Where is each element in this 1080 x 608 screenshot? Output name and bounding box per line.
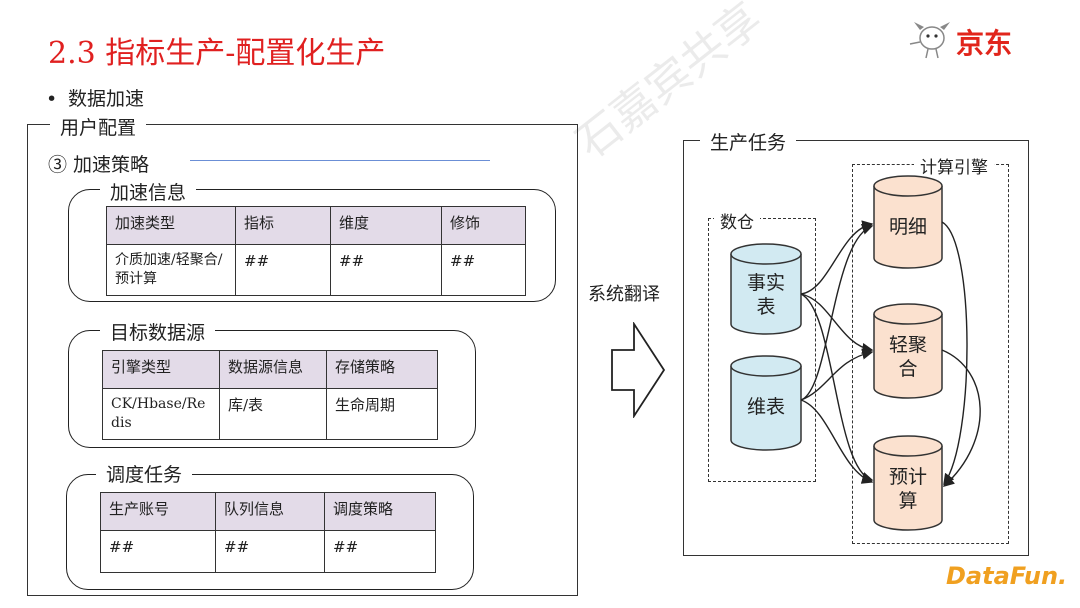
strategy-underline bbox=[190, 160, 490, 161]
datafun-logo-text: DataFun. bbox=[946, 562, 1068, 590]
production-title: 生产任务 bbox=[700, 128, 797, 155]
table-cell: ## bbox=[235, 244, 331, 296]
table-cell: ## bbox=[441, 244, 526, 296]
light-agg-cylinder bbox=[873, 303, 943, 399]
fact-table-cylinder bbox=[730, 243, 802, 335]
table-header: 维度 bbox=[330, 206, 442, 245]
bullet-item: • 数据加速 bbox=[46, 84, 144, 111]
engine-title: 计算引擎 bbox=[914, 153, 994, 178]
user-config-title: 用户配置 bbox=[50, 113, 147, 140]
production-panel bbox=[683, 140, 1029, 556]
accel-info-title: 加速信息 bbox=[100, 178, 197, 205]
table-header: 引擎类型 bbox=[102, 350, 220, 389]
flow-arrows bbox=[800, 220, 981, 487]
table-header: 修饰 bbox=[441, 206, 526, 245]
table-cell: ## bbox=[324, 530, 436, 573]
jd-dog-icon bbox=[909, 22, 950, 59]
table-header: 数据源信息 bbox=[219, 350, 327, 389]
table-cell: 库/表 bbox=[219, 388, 327, 440]
warehouse-box bbox=[708, 218, 816, 482]
schedule-table: 生产账号 队列信息 调度策略 ## ## ## bbox=[100, 492, 436, 573]
page-title: 2.3 指标生产-配置化生产 bbox=[48, 36, 386, 71]
table-cell: 生命周期 bbox=[326, 388, 438, 440]
target-source-box bbox=[68, 330, 476, 448]
fact-table-label: 事实 表 bbox=[746, 272, 785, 318]
precompute-cylinder bbox=[873, 435, 943, 531]
table-header: 存储策略 bbox=[326, 350, 438, 389]
jd-logo-text: 京东 bbox=[956, 27, 1013, 60]
dim-table-cylinder bbox=[730, 355, 802, 451]
target-source-table: 引擎类型 数据源信息 存储策略 CK/Hbase/Redis 库/表 生命周期 bbox=[102, 350, 438, 440]
table-header: 加速类型 bbox=[106, 206, 236, 245]
schedule-title: 调度任务 bbox=[96, 460, 193, 487]
table-header: 生产账号 bbox=[100, 492, 216, 531]
bullet-symbol: • bbox=[46, 88, 58, 110]
datafun-logo: DataFun. bbox=[946, 562, 1067, 590]
table-header: 队列信息 bbox=[215, 492, 325, 531]
strategy-label: ③ 加速策略 bbox=[48, 154, 150, 176]
detail-label: 明细 bbox=[888, 216, 927, 238]
translate-label: 系统翻译 bbox=[588, 284, 660, 305]
table-cell: CK/Hbase/Redis bbox=[102, 388, 220, 440]
target-source-title: 目标数据源 bbox=[100, 318, 216, 345]
bullet-text: 数据加速 bbox=[68, 88, 145, 110]
table-cell: ## bbox=[215, 530, 325, 573]
accel-info-box bbox=[68, 189, 556, 302]
warehouse-title: 数仓 bbox=[714, 208, 760, 233]
precompute-label: 预计 算 bbox=[888, 466, 927, 512]
light-agg-label: 轻聚 合 bbox=[888, 334, 927, 380]
table-cell: 介质加速/轻聚合/预计算 bbox=[106, 244, 236, 296]
right-arrow-icon bbox=[611, 322, 666, 418]
schedule-box bbox=[66, 474, 474, 590]
table-header: 指标 bbox=[235, 206, 331, 245]
table-cell: ## bbox=[100, 530, 216, 573]
detail-cylinder bbox=[873, 175, 943, 269]
jd-logo: 京东 bbox=[904, 18, 1030, 62]
accel-info-table: 加速类型 指标 维度 修饰 介质加速/轻聚合/预计算 ## ## ## bbox=[106, 206, 526, 296]
dim-table-label: 维表 bbox=[746, 396, 785, 418]
user-config-panel bbox=[27, 124, 578, 596]
